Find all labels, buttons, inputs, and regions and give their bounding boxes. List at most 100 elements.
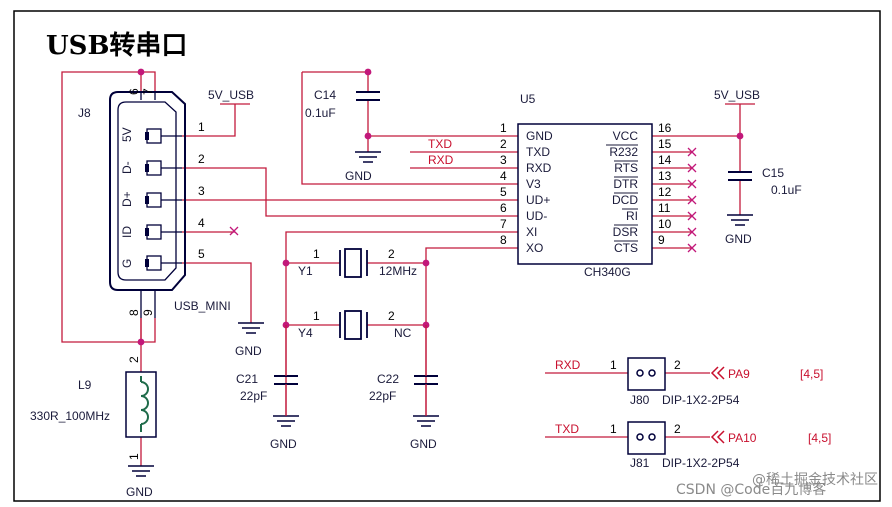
j8-label-id: ID: [120, 226, 134, 238]
j8-label-dminus: D-: [120, 161, 134, 174]
c15-value: 0.1uF: [771, 183, 802, 197]
u5-pin-name: RXD: [526, 161, 552, 175]
u5-pin-num: 7: [500, 217, 507, 231]
u5-pin-num: 15: [658, 137, 672, 151]
j8-ref: J8: [78, 106, 91, 120]
y1-pin2: 2: [388, 247, 395, 261]
l9-value: 330R_100MHz: [30, 409, 110, 423]
watermark-juejin: @稀土掘金技术社区: [752, 472, 878, 488]
c14-ref: C14: [314, 88, 336, 102]
u5-pin-num: 2: [500, 137, 507, 151]
u5-pin-num: 6: [500, 201, 507, 215]
gnd-label-c14: GND: [345, 169, 372, 183]
watermark: CSDN @Code百九博客: [676, 481, 826, 498]
net-5v-usb-right: 5V_USB: [714, 88, 760, 102]
gnd-label-c15: GND: [725, 232, 752, 246]
c14-value: 0.1uF: [305, 106, 336, 120]
y1-ref: Y1: [298, 264, 313, 278]
j8-pin6: 6: [127, 88, 141, 95]
u5-pin-name: XI: [526, 225, 537, 239]
u5-pin-name: DCD: [612, 193, 638, 207]
u5-pin-name: VCC: [613, 129, 639, 143]
u5-pin-num: 4: [500, 169, 507, 183]
u5-pin-num: 14: [658, 153, 672, 167]
j8-pin9: 9: [141, 309, 155, 316]
j81-part: DIP-1X2-2P54: [662, 456, 740, 470]
j80-part: DIP-1X2-2P54: [662, 393, 740, 407]
u5-pin-num: 9: [658, 233, 665, 247]
j8-pin7: 7: [141, 88, 155, 95]
l9-inductor: [125, 371, 157, 438]
wires: [61, 71, 755, 466]
gnd-label-j8: GND: [235, 344, 262, 358]
j81-pin2: 2: [674, 422, 681, 436]
no-connect-marks: [229, 147, 697, 253]
c21-value: 22pF: [240, 389, 267, 403]
j8-label-5v: 5V: [120, 127, 134, 142]
u5-pin-name: UD-: [526, 209, 547, 223]
u5-pin-num: 5: [500, 185, 507, 199]
l9-pin2: 2: [127, 356, 141, 363]
c22-value: 22pF: [369, 389, 396, 403]
net-txd-u5: TXD: [428, 137, 452, 151]
j81-header: [627, 421, 666, 455]
gnd-label-c21: GND: [270, 437, 297, 451]
gnd-symbols: [128, 151, 753, 477]
u5-body: [517, 123, 653, 265]
u5-pin-num: 16: [658, 121, 672, 135]
u5-pin-num: 13: [658, 169, 672, 183]
j80-header: [627, 357, 666, 391]
offpage-connectors: [710, 366, 725, 444]
j8-pin4: 4: [198, 216, 205, 230]
j80-pin2: 2: [674, 358, 681, 372]
j80-sheet-ref: [4,5]: [800, 367, 823, 381]
u5-ref: U5: [520, 92, 536, 106]
j8-label-dplus: D+: [120, 191, 134, 207]
u5-pin-num: 11: [658, 201, 671, 215]
u5-pin-name: DTR: [613, 177, 638, 191]
u5-pin-num: 10: [658, 217, 672, 231]
j80-pin1: 1: [610, 358, 617, 372]
y4-ref: Y4: [298, 326, 313, 340]
j81-ref: J81: [630, 456, 650, 470]
c15-ref: C15: [762, 166, 784, 180]
y4-value: NC: [394, 326, 412, 340]
u5-pin-name: R232: [609, 145, 638, 159]
j8-pin8: 8: [127, 309, 141, 316]
gnd-label-c22: GND: [410, 437, 437, 451]
u5-pin-name: CTS: [614, 241, 638, 255]
j8-label-g: G: [120, 259, 134, 268]
c21-ref: C21: [236, 372, 258, 386]
y1-value: 12MHz: [379, 264, 417, 278]
net-pa10: PA10: [728, 431, 757, 445]
j80-ref: J80: [630, 393, 650, 407]
l9-ref: L9: [78, 378, 92, 392]
u5-pin-num: 1: [500, 121, 507, 135]
y1-pin1: 1: [313, 247, 320, 261]
net-txd-j81: TXD: [555, 422, 579, 436]
u5-pin-num: 12: [658, 185, 672, 199]
j8-pin1: 1: [198, 120, 205, 134]
net-pa9: PA9: [728, 367, 750, 381]
j8-pin3: 3: [198, 184, 205, 198]
l9-pin1: 1: [127, 453, 141, 460]
y4-pin1: 1: [313, 309, 320, 323]
junctions: [137, 68, 744, 346]
sheet-title: USB转串口: [46, 31, 187, 61]
u5-pin-name: GND: [526, 129, 553, 143]
j81-sheet-ref: [4,5]: [808, 431, 831, 445]
j8-connector: 5V D- D+ ID G: [109, 91, 186, 318]
capacitor-leads: [285, 325, 427, 416]
j8-pin2: 2: [198, 152, 205, 166]
j8-name: USB_MINI: [174, 299, 231, 313]
u5-pin-name: DSR: [613, 225, 639, 239]
net-rxd-u5: RXD: [428, 153, 454, 167]
u5-pin-name: UD+: [526, 193, 550, 207]
j8-pin5: 5: [198, 247, 205, 261]
u5-pin-name: V3: [526, 177, 541, 191]
u5-pin-name: TXD: [526, 145, 550, 159]
crystal-symbols: [339, 248, 368, 340]
